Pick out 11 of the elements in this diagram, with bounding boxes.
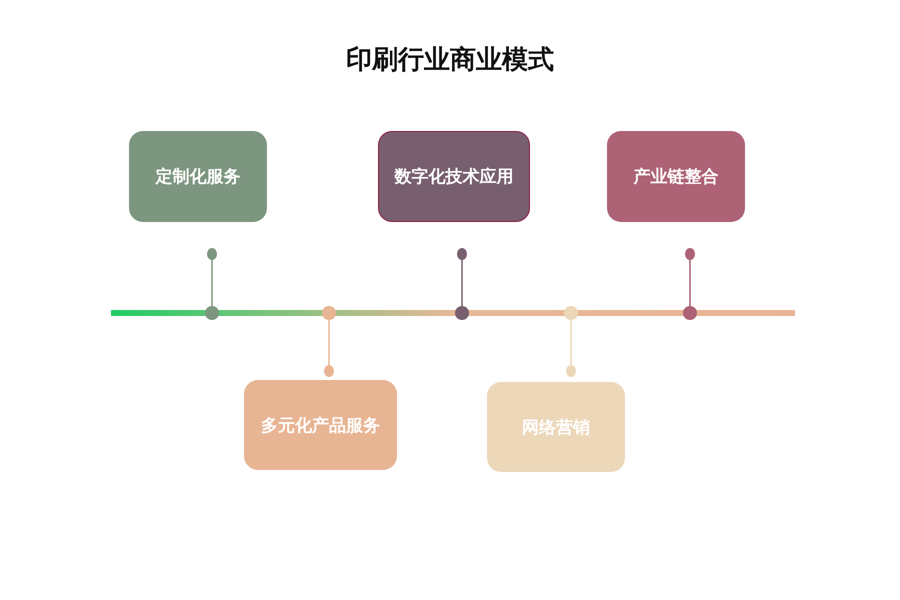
milestone-box xyxy=(244,380,397,470)
diagram-title: 印刷行业商业模式 xyxy=(345,44,555,77)
milestone-label: 数字化技术应用 xyxy=(394,166,514,188)
milestone-box xyxy=(129,131,267,222)
milestone-label: 网络营销 xyxy=(522,416,590,438)
milestone-label: 定制化服务 xyxy=(156,166,240,188)
milestone-label: 产业链整合 xyxy=(634,166,718,188)
milestone-box xyxy=(607,131,745,222)
milestone-box xyxy=(487,382,625,472)
milestone-label: 多元化产品服务 xyxy=(261,414,380,436)
milestone-box xyxy=(378,131,530,222)
